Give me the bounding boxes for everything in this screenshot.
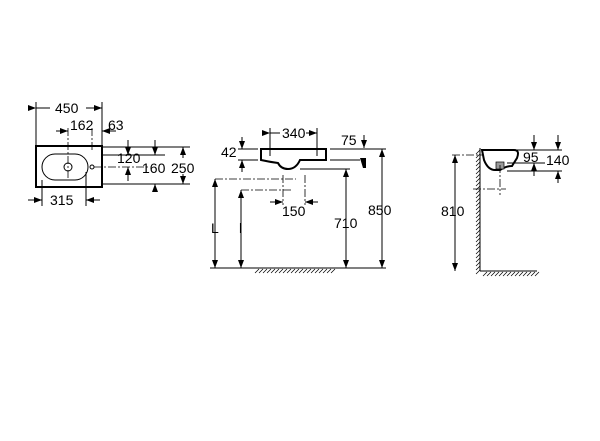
hatch-mark xyxy=(475,237,481,243)
hatch-mark xyxy=(298,268,304,274)
hatch-mark xyxy=(475,205,481,211)
hatch-mark xyxy=(475,165,481,171)
hatch-mark xyxy=(475,173,481,179)
dim-140: 140 xyxy=(546,152,570,168)
trap-icon xyxy=(360,158,366,168)
side-view: 810 95 140 xyxy=(441,135,570,277)
hatch-mark xyxy=(514,271,520,277)
dim-l: l xyxy=(239,220,242,236)
hatch-mark xyxy=(475,257,481,263)
hatch-mark xyxy=(310,268,316,274)
hatch-mark xyxy=(475,169,481,175)
hatch-mark xyxy=(326,268,332,274)
hatch-mark xyxy=(258,268,264,274)
hatch-mark xyxy=(475,245,481,251)
hatch-mark xyxy=(534,271,540,277)
hatch-mark xyxy=(475,193,481,199)
hatch-mark xyxy=(286,268,292,274)
hatch-mark xyxy=(475,265,481,271)
hatch-mark xyxy=(262,268,268,274)
basin-side-outline xyxy=(480,149,519,171)
dim-250: 250 xyxy=(171,160,195,176)
dim-63: 63 xyxy=(108,117,124,133)
floor-hatch-side xyxy=(482,271,540,277)
hatch-mark xyxy=(330,268,336,274)
hatch-mark xyxy=(526,271,532,277)
hatch-mark xyxy=(502,271,508,277)
hatch-mark xyxy=(314,268,320,274)
dim-162: 162 xyxy=(70,117,94,133)
dim-810: 810 xyxy=(441,203,465,219)
hatch-mark xyxy=(475,157,481,163)
hatch-mark xyxy=(518,271,524,277)
dim-75: 75 xyxy=(341,132,357,148)
hatch-mark xyxy=(475,201,481,207)
hatch-mark xyxy=(475,197,481,203)
dim-L: L xyxy=(211,220,219,236)
hatch-mark xyxy=(254,268,260,274)
dim-160: 160 xyxy=(142,160,166,176)
hatch-mark xyxy=(506,271,512,277)
floor-hatch xyxy=(254,268,336,274)
hatch-mark xyxy=(274,268,280,274)
hatch-mark xyxy=(522,271,528,277)
hatch-mark xyxy=(475,221,481,227)
front-view: 340 75 42 150 L l 710 850 xyxy=(210,125,392,274)
hatch-mark xyxy=(475,229,481,235)
hatch-mark xyxy=(266,268,272,274)
hatch-mark xyxy=(510,271,516,277)
hatch-mark xyxy=(475,225,481,231)
hatch-mark xyxy=(270,268,276,274)
dim-150: 150 xyxy=(282,203,306,219)
hatch-mark xyxy=(282,268,288,274)
hatch-mark xyxy=(475,153,481,159)
dim-450: 450 xyxy=(55,100,79,116)
hatch-mark xyxy=(475,249,481,255)
hatch-mark xyxy=(475,233,481,239)
basin-front-outline xyxy=(260,148,327,171)
hatch-mark xyxy=(302,268,308,274)
hatch-mark xyxy=(475,177,481,183)
basin-outline xyxy=(35,145,103,188)
hatch-mark xyxy=(475,161,481,167)
dim-95: 95 xyxy=(523,149,539,165)
hatch-mark xyxy=(475,209,481,215)
dim-710: 710 xyxy=(334,215,358,231)
dim-850: 850 xyxy=(368,202,392,218)
hatch-mark xyxy=(322,268,328,274)
hatch-mark xyxy=(306,268,312,274)
hatch-mark xyxy=(294,268,300,274)
dim-315: 315 xyxy=(50,192,74,208)
hatch-mark xyxy=(482,271,488,277)
dim-120: 120 xyxy=(117,150,141,166)
hatch-mark xyxy=(486,271,492,277)
hatch-mark xyxy=(318,268,324,274)
hatch-mark xyxy=(290,268,296,274)
hatch-mark xyxy=(475,189,481,195)
hatch-mark xyxy=(490,271,496,277)
hatch-mark xyxy=(475,213,481,219)
hatch-mark xyxy=(530,271,536,277)
bowl-outline xyxy=(41,153,89,181)
hatch-mark xyxy=(475,241,481,247)
hatch-mark xyxy=(475,253,481,259)
hatch-mark xyxy=(475,149,481,155)
hatch-mark xyxy=(475,269,481,275)
hatch-mark xyxy=(475,217,481,223)
top-view: 450 162 63 120 160 250 315 xyxy=(28,100,195,208)
hatch-mark xyxy=(475,261,481,267)
wall-hatch xyxy=(475,149,481,275)
hatch-mark xyxy=(498,271,504,277)
dim-42: 42 xyxy=(221,144,237,160)
hatch-mark xyxy=(278,268,284,274)
dim-340: 340 xyxy=(282,125,306,141)
hatch-mark xyxy=(494,271,500,277)
hatch-mark xyxy=(475,181,481,187)
